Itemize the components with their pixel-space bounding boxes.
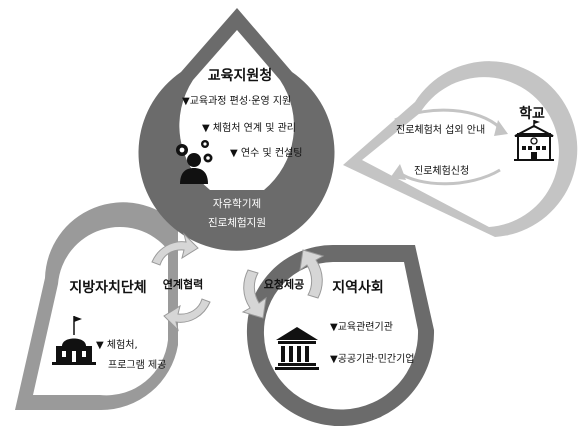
community-title: 지역사회 xyxy=(332,279,384,296)
school-arrow-bottom-label: 진로체험신청 xyxy=(414,165,469,177)
edu-office-title: 교육지원청 xyxy=(208,68,272,84)
local-gov-title: 지방자치단체 xyxy=(69,279,146,296)
request-label: 요청제공 xyxy=(264,277,304,291)
local-gov-item-line-1: ▼ 체험처, xyxy=(96,339,138,351)
community-item-2: ▼공공기관·민간기업 xyxy=(330,352,414,365)
school-drop xyxy=(343,61,578,237)
edu-office-item-3: ▼ 연수 및 컨설팅 xyxy=(230,147,302,159)
institution-columns-icon xyxy=(275,327,319,370)
government-building-icon xyxy=(52,316,96,365)
edu-office-band-line-2: 진로체험지원 xyxy=(208,217,266,229)
local-gov-drop xyxy=(15,202,178,411)
cooperation-label: 연계협력 xyxy=(163,277,203,291)
cooperation-arrows xyxy=(151,232,211,332)
edu-office-drop xyxy=(138,8,335,251)
local-gov-item-line-2: 프로그램 제공 xyxy=(108,359,166,371)
school-arrow-top-label: 진로체험처 섭외 안내 xyxy=(396,124,485,136)
edu-office-band-line-1: 자유학기제 xyxy=(213,198,261,210)
school-title: 학교 xyxy=(519,106,545,122)
school-loop-arrows xyxy=(390,108,508,186)
staff-gears-icon xyxy=(176,140,213,184)
community-item-1: ▼교육관련기관 xyxy=(330,321,393,333)
edu-office-item-1: ▼교육과정 편성·운영 지원 xyxy=(182,95,291,107)
edu-office-item-2: ▼ 체험처 연계 및 관리 xyxy=(202,122,296,134)
request-arrows xyxy=(241,249,325,319)
community-drop xyxy=(246,244,435,427)
school-building-icon xyxy=(514,120,554,161)
